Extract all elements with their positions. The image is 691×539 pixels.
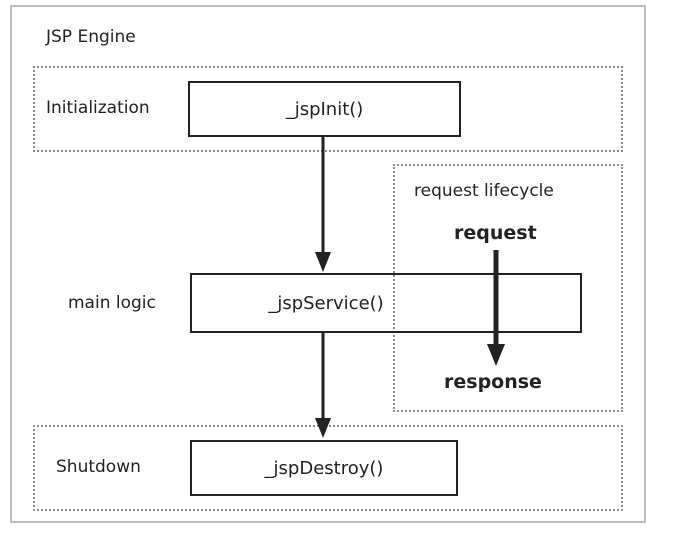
jsp-engine-title: JSP Engine: [46, 27, 136, 47]
jsp-service-box: _jspService(): [190, 273, 582, 333]
jsp-service-text: _jspService(): [268, 292, 384, 314]
shutdown-label: Shutdown: [56, 457, 141, 477]
jsp-destroy-text: _jspDestroy(): [264, 457, 384, 479]
initialization-section: [33, 66, 623, 152]
jsp-init-box: _jspInit(): [188, 81, 461, 137]
jsp-engine-frame: [10, 5, 646, 523]
request-lifecycle-label: request lifecycle: [414, 181, 554, 201]
jsp-destroy-box: _jspDestroy(): [190, 440, 458, 496]
request-lifecycle-section: [393, 164, 623, 412]
response-label: response: [444, 371, 542, 393]
request-label: request: [454, 222, 537, 244]
initialization-label: Initialization: [46, 98, 150, 118]
main-logic-label: main logic: [68, 293, 156, 313]
jsp-init-text: _jspInit(): [285, 98, 364, 120]
